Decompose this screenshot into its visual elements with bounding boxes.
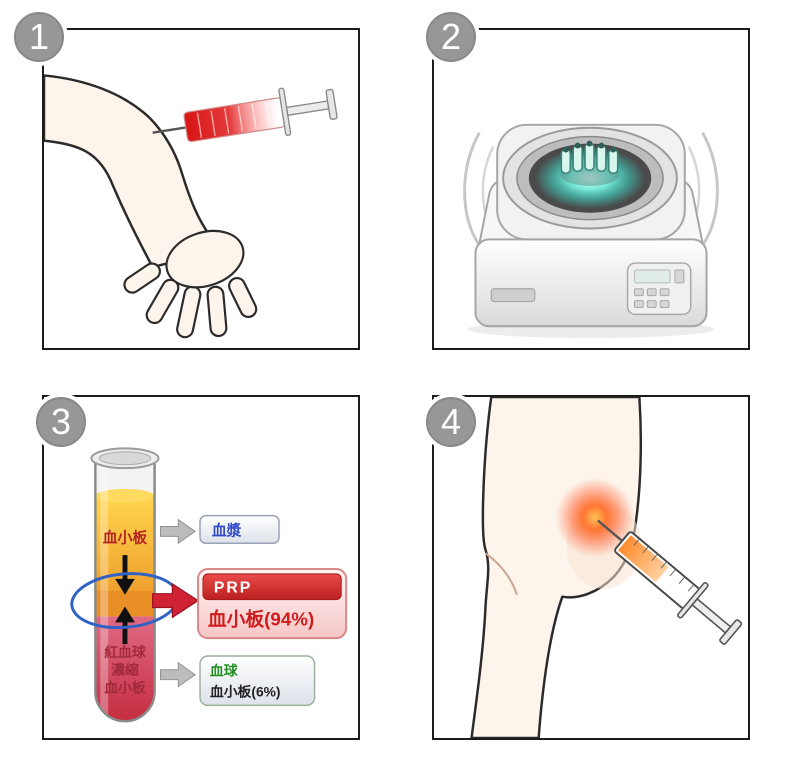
centrifuge-bowl (496, 123, 686, 241)
step-number-badge: 3 (36, 397, 86, 447)
step-number: 3 (50, 401, 72, 442)
blood-draw-illustration (44, 74, 338, 339)
knee-injection-illustration (470, 397, 743, 738)
down-arrow-icon (122, 555, 128, 581)
prp-fluid (618, 535, 669, 583)
right-arrow-icon (160, 518, 196, 545)
step-number-badge: 1 (14, 12, 64, 62)
test-tube-graphic: 血小板 紅血球 濃縮 血小板 (70, 447, 180, 723)
cells-title: 血球 (210, 663, 238, 679)
right-arrow-icon (160, 661, 196, 688)
prp-callout: PRP 血小板(94%) (152, 567, 348, 640)
panel-step-1: 1 (14, 12, 360, 350)
up-arrow-icon (122, 620, 128, 645)
rbc-label-line1: 紅血球 (104, 644, 146, 660)
centrifuge-illustration (463, 123, 719, 339)
red-arrow-icon (152, 582, 200, 619)
control-panel (626, 262, 692, 316)
prp-detail: 血小板(94%) (208, 607, 314, 629)
display (633, 269, 671, 284)
rbc-label-line2: 濃縮 (111, 662, 139, 678)
panel-step-4: 4 (426, 395, 750, 740)
step-number: 4 (440, 401, 462, 442)
step-number: 2 (440, 16, 462, 57)
prp-title: PRP (214, 580, 252, 597)
cells-callout: 血球 血小板(6%) (160, 655, 316, 707)
tube-caps (562, 140, 617, 153)
syringe-icon (597, 519, 743, 645)
leg-graphic (470, 397, 643, 738)
plasma-label: 血漿 (212, 521, 242, 539)
step-number-badge: 4 (426, 397, 476, 447)
needle (152, 125, 188, 134)
arm-graphic (44, 74, 258, 339)
rbc-label-line3: 血小板 (104, 680, 146, 696)
syringe-icon (152, 87, 338, 143)
panel-step-2: 2 (426, 12, 750, 350)
panel-step-3: 3 (36, 395, 360, 740)
plasma-callout: 血漿 (160, 514, 280, 545)
buttons (633, 269, 685, 309)
needle (597, 519, 623, 542)
tube-top-label: 血小板 (103, 528, 148, 546)
cells-detail: 血小板(6%) (210, 683, 281, 699)
prp-title-bar (202, 573, 342, 601)
hand-graphic (123, 229, 258, 339)
blood-separation-illustration: 血小板 紅血球 濃縮 血小板 血漿 PRP (70, 447, 348, 723)
step-number: 1 (28, 16, 50, 57)
step-number-badge: 2 (426, 12, 476, 62)
knee-crease (484, 552, 518, 595)
front-button (490, 288, 536, 303)
injection-glow (555, 478, 635, 558)
